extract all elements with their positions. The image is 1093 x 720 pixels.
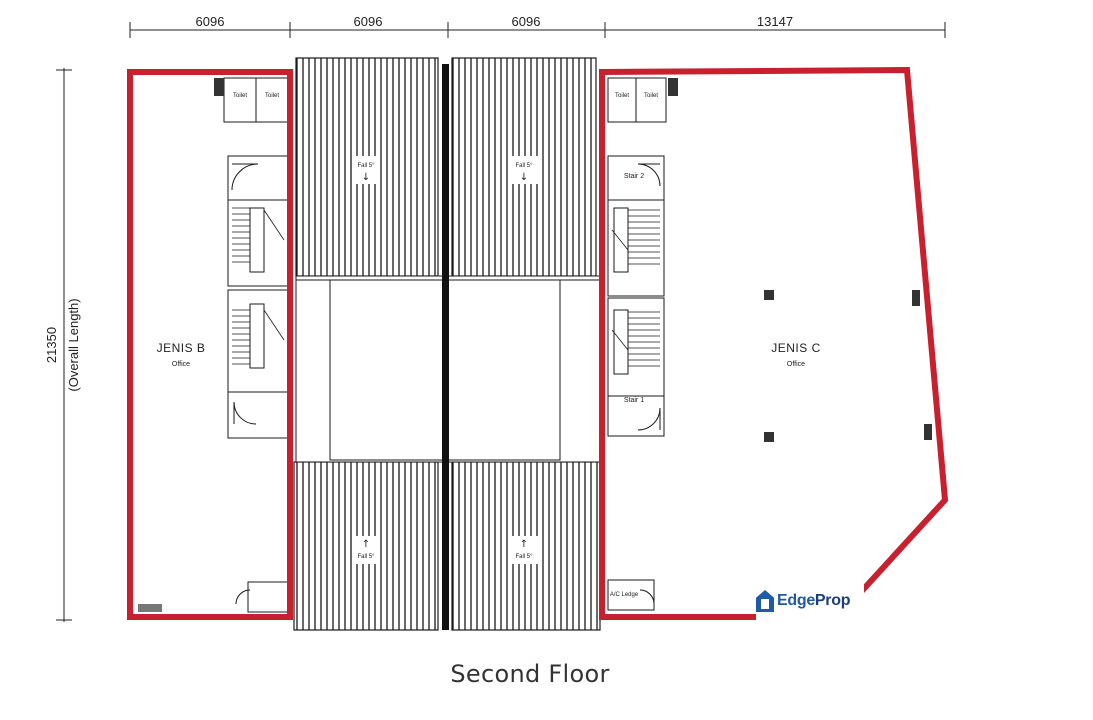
column-marker bbox=[138, 604, 162, 612]
floor-caption: Second Floor bbox=[450, 660, 610, 688]
stair-1-label: Stair 1 bbox=[624, 397, 644, 404]
fall-label-top-right: Fall 5° bbox=[515, 163, 533, 169]
dimension-label-4: 13147 bbox=[757, 14, 793, 29]
unit-b-name: JENIS B bbox=[157, 341, 206, 355]
toilet-fixture-icon bbox=[214, 78, 224, 96]
overall-length-note: (Overall Length) bbox=[66, 298, 81, 391]
fall-arrow-up-icon: ↑ bbox=[520, 539, 528, 550]
column-marker bbox=[924, 424, 932, 440]
dimension-label-2: 6096 bbox=[354, 14, 383, 29]
fall-arrow-up-icon: ↑ bbox=[362, 539, 370, 550]
left-dimension-line bbox=[56, 68, 72, 622]
ac-ledge-label: A/C Ledge bbox=[610, 592, 639, 598]
right-stair-treads bbox=[611, 209, 660, 367]
party-wall bbox=[442, 64, 449, 630]
unit-b-use: Office bbox=[172, 361, 190, 368]
unit-c-use: Office bbox=[787, 361, 805, 368]
toilet-fixture-icon bbox=[668, 78, 678, 96]
right-service-core bbox=[607, 77, 667, 611]
logo-wordmark: EdgeProp bbox=[777, 592, 851, 609]
column-marker bbox=[912, 290, 920, 306]
fall-label-bottom-left: Fall 5° bbox=[357, 554, 375, 560]
column-marker bbox=[764, 290, 774, 300]
left-stair-treads bbox=[232, 207, 285, 365]
column-marker bbox=[764, 432, 774, 442]
unit-b-outline bbox=[127, 69, 293, 620]
roof-block-top-left bbox=[295, 57, 439, 277]
overall-length-value: 21350 bbox=[44, 327, 59, 363]
unit-c-name: JENIS C bbox=[771, 341, 821, 355]
left-service-core bbox=[223, 77, 289, 613]
unit-c-outline bbox=[599, 66, 949, 620]
fall-label-bottom-right: Fall 5° bbox=[515, 554, 533, 560]
top-dimension-line bbox=[129, 22, 946, 38]
left-toilet-label: Toilet bbox=[233, 93, 247, 99]
dimension-label-1: 6096 bbox=[196, 14, 225, 29]
fall-arrow-down-icon: ↓ bbox=[362, 172, 370, 183]
edgeprop-logo: EdgeProp bbox=[756, 582, 864, 620]
left-toilet-label: Toilet bbox=[265, 93, 279, 99]
house-logo-icon bbox=[756, 590, 774, 612]
right-toilet-label: Toilet bbox=[615, 93, 629, 99]
fall-label-top-left: Fall 5° bbox=[357, 163, 375, 169]
stair-2-label: Stair 2 bbox=[624, 173, 644, 180]
right-toilet-label: Toilet bbox=[644, 93, 658, 99]
fall-arrow-down-icon: ↓ bbox=[520, 172, 528, 183]
dimension-label-3: 6096 bbox=[512, 14, 541, 29]
